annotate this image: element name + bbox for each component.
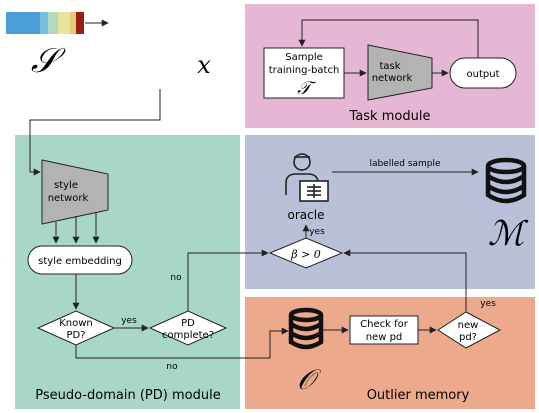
beta-yes-label: yes xyxy=(309,227,325,237)
known-yes-label: yes xyxy=(121,316,137,326)
labelled-sample-label: labelled sample xyxy=(369,159,441,169)
style-embedding-label: style embedding xyxy=(38,256,122,267)
pd-complete-decision xyxy=(148,310,228,346)
known-no-arrow xyxy=(75,327,289,359)
newpd-yes-arrow xyxy=(343,249,467,312)
symbol-M: ℳ xyxy=(488,214,529,254)
new-pd-label2: pd? xyxy=(459,332,477,343)
style-embedding-box xyxy=(27,245,133,275)
beta-label: β > 0 xyxy=(290,248,321,261)
database-O-icon xyxy=(288,307,324,350)
sample-label: Sample xyxy=(285,52,323,63)
newpd-yes-label: yes xyxy=(480,299,496,309)
check-label1: Check for xyxy=(360,319,409,330)
beta-decision xyxy=(268,237,344,269)
database-M-icon xyxy=(485,157,527,204)
pd-complete-no-arrow xyxy=(187,249,269,311)
output-label: output xyxy=(467,69,500,80)
known-pd-label1: Known xyxy=(59,318,93,329)
data-stream-bar xyxy=(6,12,84,34)
symbol-S: 𝒮 xyxy=(31,41,66,81)
output-box xyxy=(449,57,517,89)
oracle-label: oracle xyxy=(288,208,325,222)
check-new-pd-box xyxy=(349,315,419,345)
symbol-x: x xyxy=(197,51,211,79)
task-network-label2: network xyxy=(372,73,413,84)
embedding-arrows xyxy=(52,213,100,244)
pd-complete-label2: complete? xyxy=(162,330,214,341)
task-module-title: Task module xyxy=(349,109,431,124)
task-network-label1: task xyxy=(379,61,400,72)
outlier-memory-title: Outlier memory xyxy=(367,388,470,403)
training-batch-label: training-batch xyxy=(269,65,340,76)
style-network-label1: style xyxy=(54,180,78,191)
x-to-style-arrow xyxy=(29,89,161,176)
oracle-icon xyxy=(285,153,329,202)
pd-complete-no-label: no xyxy=(170,273,182,283)
pd-complete-label1: PD xyxy=(181,318,195,329)
task-network xyxy=(367,44,433,101)
check-label2: new pd xyxy=(366,332,403,343)
new-pd-label1: new xyxy=(458,320,479,331)
known-no-label: no xyxy=(166,362,178,372)
output-feedback-arrow xyxy=(298,19,479,58)
known-pd-label2: PD? xyxy=(66,330,85,341)
pd-module-title: Pseudo-domain (PD) module xyxy=(35,388,220,403)
style-network-label2: network xyxy=(48,193,89,204)
style-network xyxy=(41,159,109,225)
new-pd-decision xyxy=(437,311,502,349)
